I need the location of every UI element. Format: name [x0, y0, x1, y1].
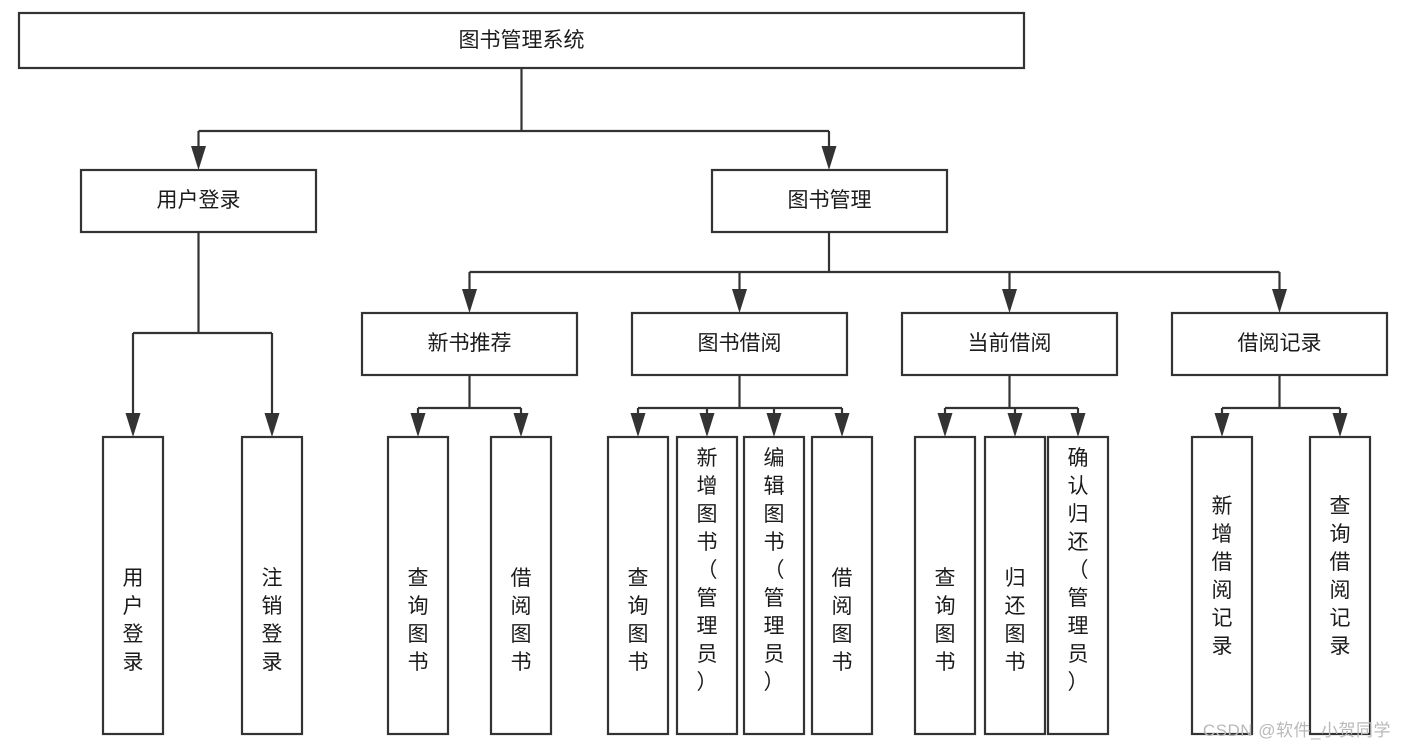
node-leaf-add-book-label: 新增图书（管理员） [697, 447, 718, 694]
node-leaf-query-book-2[interactable]: 查询图书 [606, 435, 670, 736]
node-leaf-query-book-3[interactable]: 查询图书 [913, 435, 977, 736]
node-leaf-add-record-label: 新增借阅记录 [1212, 495, 1233, 658]
connector-group-current-borrow [937, 375, 1086, 437]
node-new-book-rec[interactable]: 新书推荐 [360, 311, 579, 377]
arrow-head-leaf-query-book-1 [410, 413, 426, 437]
node-leaf-query-record-label: 查询借阅记录 [1330, 495, 1351, 658]
connector-group-user-login [125, 232, 280, 437]
connector-group-book-manage [462, 232, 1287, 313]
connector-group-borrow-record [1214, 375, 1348, 437]
watermark-text: CSDN @软件_小贺同学 [1202, 721, 1391, 740]
arrow-head-userlogin [191, 146, 206, 170]
node-leaf-query-book-2-label: 查询图书 [628, 567, 649, 674]
node-current-borrow-box[interactable] [900, 311, 1119, 377]
node-leaf-query-book-1[interactable]: 查询图书 [386, 435, 450, 736]
node-leaf-query-book-1-box[interactable] [386, 435, 450, 736]
node-book-borrow[interactable]: 图书借阅 [630, 311, 849, 377]
node-leaf-add-record[interactable]: 新增借阅记录 [1190, 435, 1254, 736]
node-leaf-edit-book-label: 编辑图书（管理员） [764, 447, 785, 694]
node-root[interactable]: 图书管理系统 [17, 11, 1026, 70]
node-leaf-query-book-3-label: 查询图书 [935, 567, 956, 674]
node-root-box[interactable] [17, 11, 1026, 70]
node-book-manage-label: 图书管理 [788, 189, 872, 212]
node-user-login[interactable]: 用户登录 [79, 168, 318, 234]
node-leaf-return-book-label: 归还图书 [1005, 567, 1026, 674]
arrow-head-leaf-edit-book [766, 413, 782, 437]
node-leaf-borrow-book-2[interactable]: 借阅图书 [810, 435, 874, 736]
arrow-head-current-borrow [1002, 289, 1017, 313]
node-book-borrow-box[interactable] [630, 311, 849, 377]
node-user-login-label: 用户登录 [157, 189, 241, 212]
node-leaf-borrow-book-2-box[interactable] [810, 435, 874, 736]
node-leaf-query-book-1-label: 查询图书 [408, 567, 429, 674]
arrow-head-leaf-query-book-3 [937, 413, 953, 437]
arrow-head-bookmanage [821, 146, 837, 170]
node-user-login-box[interactable] [79, 168, 318, 234]
node-leaf-user-logout[interactable]: 注销登录 [240, 435, 304, 736]
arrow-head-leaf-user-login [125, 413, 141, 437]
node-borrow-record-box[interactable] [1170, 311, 1389, 377]
node-leaf-confirm-return-box[interactable] [1046, 435, 1110, 736]
arrow-head-leaf-query-record [1332, 413, 1348, 437]
connector-group-new-book-rec [410, 375, 529, 437]
arrow-head-leaf-borrow-book-1 [513, 413, 529, 437]
node-leaf-add-record-box[interactable] [1190, 435, 1254, 736]
node-leaf-query-record-box[interactable] [1308, 435, 1372, 736]
node-leaf-add-book[interactable]: 新增图书（管理员） [675, 435, 739, 736]
node-current-borrow-label: 当前借阅 [968, 332, 1052, 355]
node-new-book-rec-box[interactable] [360, 311, 579, 377]
node-leaf-return-book-box[interactable] [983, 435, 1047, 736]
arrow-head-borrow-record [1272, 289, 1287, 313]
node-leaf-query-record[interactable]: 查询借阅记录 [1308, 435, 1372, 736]
node-leaf-edit-book[interactable]: 编辑图书（管理员） [742, 435, 806, 736]
node-leaf-user-login-label: 用户登录 [123, 567, 144, 674]
node-leaf-query-book-2-box[interactable] [606, 435, 670, 736]
node-leaf-user-login[interactable]: 用户登录 [101, 435, 165, 736]
node-leaf-borrow-book-1-box[interactable] [489, 435, 553, 736]
arrow-head-leaf-user-logout [264, 413, 280, 437]
node-current-borrow[interactable]: 当前借阅 [900, 311, 1119, 377]
node-leaf-confirm-return-label: 确认归还（管理员） [1068, 447, 1089, 694]
node-book-manage-box[interactable] [710, 168, 949, 234]
arrow-head-leaf-add-record [1214, 413, 1230, 437]
connector-group-book-borrow [630, 375, 850, 437]
node-leaf-return-book[interactable]: 归还图书 [983, 435, 1047, 736]
node-leaf-add-book-box[interactable] [675, 435, 739, 736]
node-leaf-borrow-book-1[interactable]: 借阅图书 [489, 435, 553, 736]
node-leaf-user-logout-label: 注销登录 [262, 567, 283, 674]
node-book-borrow-label: 图书借阅 [698, 332, 782, 355]
node-book-manage[interactable]: 图书管理 [710, 168, 949, 234]
node-leaf-borrow-book-2-label: 借阅图书 [832, 567, 853, 674]
node-new-book-rec-label: 新书推荐 [428, 332, 512, 355]
node-borrow-record-label: 借阅记录 [1238, 332, 1322, 355]
node-leaf-edit-book-box[interactable] [742, 435, 806, 736]
arrow-head-new-book-rec [462, 289, 477, 313]
node-leaf-confirm-return[interactable]: 确认归还（管理员） [1046, 435, 1110, 736]
node-leaf-query-book-3-box[interactable] [913, 435, 977, 736]
node-leaf-user-logout-box[interactable] [240, 435, 304, 736]
arrow-head-leaf-add-book [699, 413, 715, 437]
node-leaf-user-login-box[interactable] [101, 435, 165, 736]
arrow-head-leaf-borrow-book-2 [834, 413, 850, 437]
node-leaf-borrow-book-1-label: 借阅图书 [511, 567, 532, 674]
arrow-head-book-borrow [732, 289, 747, 313]
arrow-head-leaf-query-book-2 [630, 413, 646, 437]
node-root-label: 图书管理系统 [459, 29, 585, 52]
node-borrow-record[interactable]: 借阅记录 [1170, 311, 1389, 377]
arrow-head-leaf-return-book [1007, 413, 1023, 437]
connector-group-root [191, 68, 837, 170]
arrow-head-leaf-confirm-return [1070, 413, 1086, 437]
